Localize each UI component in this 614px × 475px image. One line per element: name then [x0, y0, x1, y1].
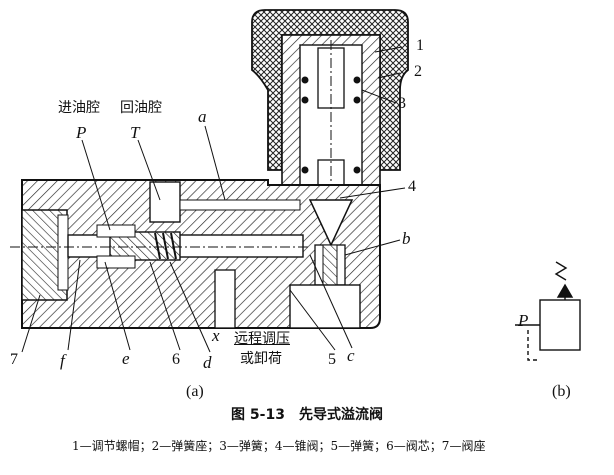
label-3: 3 [398, 95, 406, 112]
port-T [149, 181, 181, 223]
subfigure-a-label: (a) [186, 383, 204, 400]
label-c: c [347, 346, 355, 365]
label-5: 5 [328, 351, 336, 368]
label-P: P [76, 123, 87, 142]
label-1: 1 [416, 37, 424, 54]
label-e: e [122, 349, 130, 368]
spring-5 [154, 232, 177, 260]
label-7: 7 [10, 351, 18, 368]
label-d: d [203, 353, 212, 372]
label-a: a [198, 107, 207, 126]
label-x: x [212, 326, 220, 345]
label-return-chamber: 回油腔 [120, 100, 162, 116]
port-x [214, 269, 236, 329]
label-remote-pressure: 远程调压 [234, 331, 290, 347]
leader-lines [21, 46, 406, 353]
symbol-label-P: P [518, 311, 529, 330]
cone-valve [308, 199, 354, 247]
label-inlet-chamber: 进油腔 [58, 100, 100, 116]
figure-caption: 1—调节螺帽；2—弹簧座；3—弹簧；4—锥阀；5—弹簧；6—阀芯；7—阀座 [72, 439, 486, 453]
label-4: 4 [408, 178, 416, 195]
adjusting-nut [251, 9, 409, 171]
label-unloading: 或卸荷 [240, 351, 282, 367]
figure-title: 图 5-13 先导式溢流阀 [231, 407, 383, 423]
label-b: b [402, 229, 411, 248]
label-f: f [60, 351, 65, 370]
symbol-b [515, 261, 581, 361]
subfigure-b-label: (b) [552, 383, 571, 400]
label-T: T [130, 123, 140, 142]
label-2: 2 [414, 63, 422, 80]
label-6: 6 [172, 351, 180, 368]
